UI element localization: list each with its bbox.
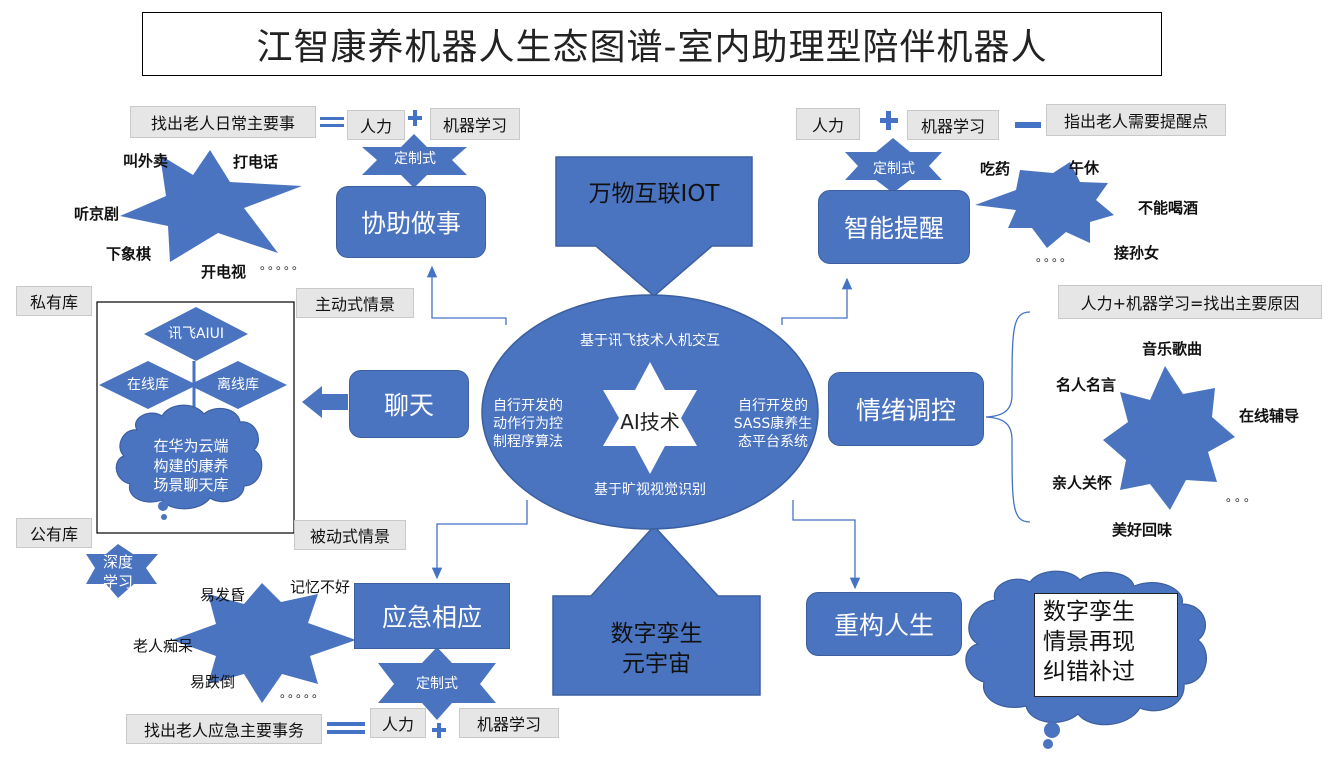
assist-task-box: 找出老人日常主要事 <box>130 106 316 138</box>
star-item-nap: 午休 <box>1069 159 1100 177</box>
ai-bottom-text: 基于旷视视觉识别 <box>594 482 706 498</box>
rebuild-cloud-text: 数字孪生 情景再现 纠错补过 <box>1034 593 1178 697</box>
daily-tasks-star <box>120 150 302 262</box>
emergency-task-box: 找出老人应急主要事务 <box>126 714 322 744</box>
ai-left-text: 自行开发的 动作行为控 制程序算法 <box>493 398 563 451</box>
connector-to-reminder <box>781 277 853 325</box>
deep-learning-star <box>86 544 158 598</box>
emergency-custom-star <box>378 647 496 720</box>
star-item-pickup: 接孙女 <box>1114 244 1160 262</box>
star-item-call: 打电话 <box>233 153 279 171</box>
offline-lib-label: 离线库 <box>217 377 259 393</box>
emergency-ellipsis: 。。。。。 <box>280 686 327 700</box>
reminder-button[interactable]: 智能提醒 <box>818 190 970 264</box>
star-item-medicine: 吃药 <box>980 160 1011 178</box>
active-scene-box: 主动式情景 <box>296 288 414 318</box>
online-lib-label: 在线库 <box>127 377 169 393</box>
connector-to-assist <box>426 265 507 325</box>
emotion-star <box>1103 366 1235 510</box>
emotion-item-music: 音乐歌曲 <box>1142 340 1203 358</box>
emergency-star <box>172 583 356 703</box>
reminder-ellipsis: 。。。。 <box>1036 250 1075 264</box>
ai-top-text: 基于讯飞技术人机交互 <box>580 333 720 349</box>
aiui-label: 讯飞AIUI <box>167 326 225 342</box>
assist-custom-star <box>362 134 467 188</box>
chat-button[interactable]: 聊天 <box>349 370 469 438</box>
emergency-button[interactable]: 应急相应 <box>354 583 510 649</box>
emotion-brace <box>985 311 1031 523</box>
star-item-chess: 下象棋 <box>106 245 152 263</box>
star-item-opera: 听京剧 <box>74 205 120 223</box>
ai-right-text: 自行开发的 SASS康养生 态平台系统 <box>733 398 813 451</box>
reminder-star <box>975 162 1114 248</box>
assist-custom-label: 定制式 <box>394 151 436 167</box>
emergency-item-dementia: 老人痴呆 <box>133 637 194 655</box>
online-diamond <box>99 361 197 409</box>
reminder-task-box: 指出老人需要提醒点 <box>1046 104 1226 136</box>
assist-ml-box: 机器学习 <box>430 108 520 140</box>
rebuild-button[interactable]: 重构人生 <box>806 592 962 656</box>
offline-diamond <box>189 361 287 409</box>
connector-to-rebuild <box>792 500 861 590</box>
emergency-ml-box: 机器学习 <box>459 708 559 738</box>
public-lib-box: 公有库 <box>16 518 92 548</box>
digital-twin-arrow <box>552 524 761 696</box>
emergency-custom-label: 定制式 <box>416 676 458 692</box>
ai-center-text: AI技术 <box>620 410 680 434</box>
private-lib-box: 私有库 <box>16 286 92 316</box>
emotion-formula-box: 人力+机器学习=找出主要原因 <box>1058 285 1322 319</box>
emergency-item-fall: 易跌倒 <box>190 673 236 691</box>
assist-human-box: 人力 <box>347 110 405 140</box>
chat-arrow <box>302 386 348 418</box>
star-item-order-food: 叫外卖 <box>123 152 169 170</box>
reminder-human-box: 人力 <box>796 108 860 140</box>
connector-to-emergency <box>431 500 528 580</box>
chat-library-frame <box>96 301 295 534</box>
emotion-item-memory: 美好回味 <box>1112 521 1173 539</box>
passive-scene-box: 被动式情景 <box>294 520 406 550</box>
emergency-item-faint: 易发昏 <box>200 586 246 604</box>
chat-cloud-text: 在华为云端 构建的康养 场景聊天库 <box>153 437 229 494</box>
ai-star <box>603 362 697 474</box>
emotion-item-quotes: 名人名言 <box>1056 376 1117 394</box>
aiui-diamond <box>144 307 248 361</box>
emergency-human-box: 人力 <box>370 708 426 738</box>
assist-button[interactable]: 协助做事 <box>336 186 486 258</box>
reminder-custom-label: 定制式 <box>873 161 915 177</box>
reminder-custom-star <box>845 138 942 193</box>
emotion-item-family: 亲人关怀 <box>1052 474 1113 492</box>
assist-ellipsis: 。。。。。 <box>260 258 307 272</box>
emotion-button[interactable]: 情绪调控 <box>828 372 984 446</box>
iot-label: 万物互联IOT <box>588 181 720 207</box>
deep-learning-label: 深度 学习 <box>102 553 133 591</box>
emotion-ellipsis: 。。。 <box>1226 490 1260 504</box>
chat-cloud <box>115 404 263 510</box>
digital-twin-label: 数字孪生 元宇宙 <box>610 621 703 677</box>
page-title: 江智康养机器人生态图谱-室内助理型陪伴机器人 <box>142 12 1162 76</box>
emergency-item-memory: 记忆不好 <box>290 578 351 596</box>
star-item-no-alcohol: 不能喝酒 <box>1138 199 1199 217</box>
emotion-item-tutoring: 在线辅导 <box>1239 407 1300 425</box>
iot-arrow <box>555 156 753 297</box>
star-item-tv: 开电视 <box>201 263 247 281</box>
reminder-ml-box: 机器学习 <box>907 110 999 140</box>
